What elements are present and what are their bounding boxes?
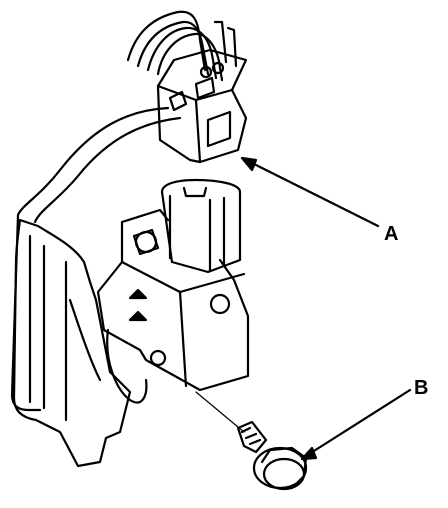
leader-a: [240, 156, 380, 228]
callout-b-label: B: [414, 377, 429, 399]
leader-b: [300, 388, 412, 461]
callout-a-label: A: [384, 223, 399, 245]
bolt-alignment-line: [195, 391, 245, 433]
mounting-bolt: [236, 420, 308, 491]
sensor-connector: [156, 20, 248, 164]
sensor-body: [96, 178, 250, 404]
wire-bundle: [126, 10, 224, 82]
mounting-bracket: [12, 218, 132, 468]
